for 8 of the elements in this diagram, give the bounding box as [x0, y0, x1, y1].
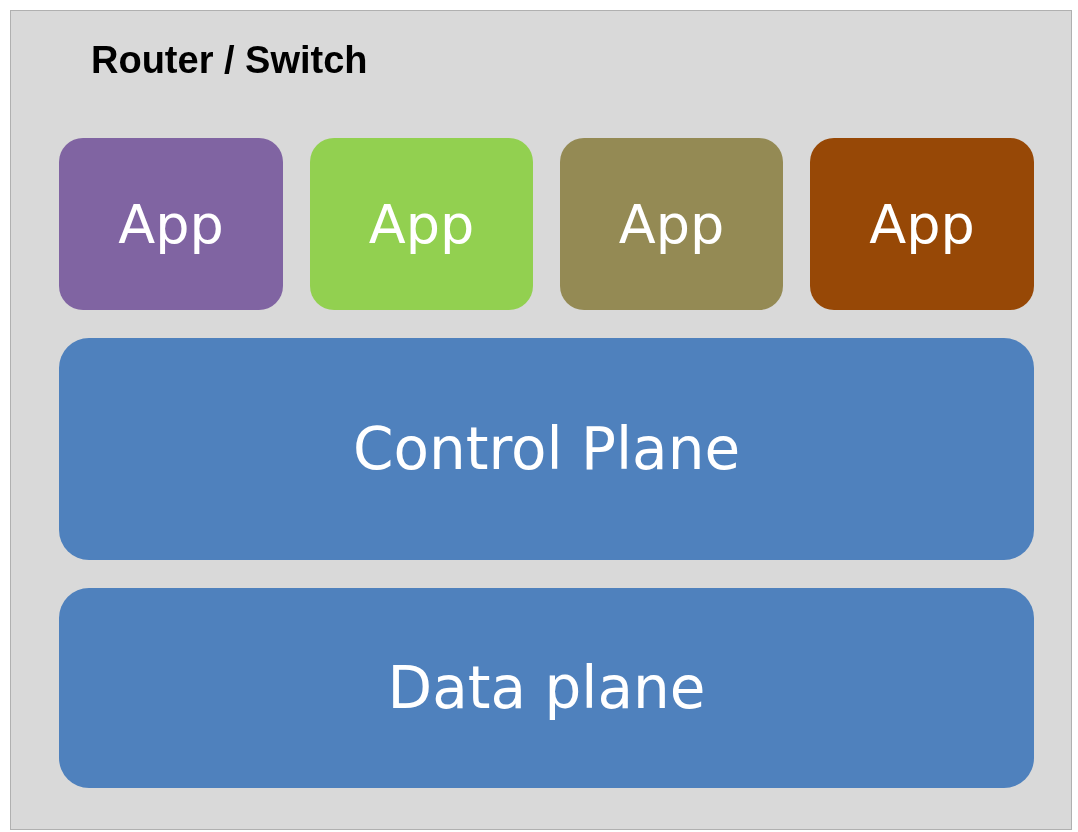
app-box: App	[560, 138, 783, 310]
app-box: App	[810, 138, 1034, 310]
app-box: App	[310, 138, 533, 310]
device-panel	[10, 10, 1072, 830]
app-box: App	[59, 138, 283, 310]
panel-title: Router / Switch	[91, 39, 368, 82]
plane-box: Data plane	[59, 588, 1034, 788]
plane-box: Control Plane	[59, 338, 1034, 560]
